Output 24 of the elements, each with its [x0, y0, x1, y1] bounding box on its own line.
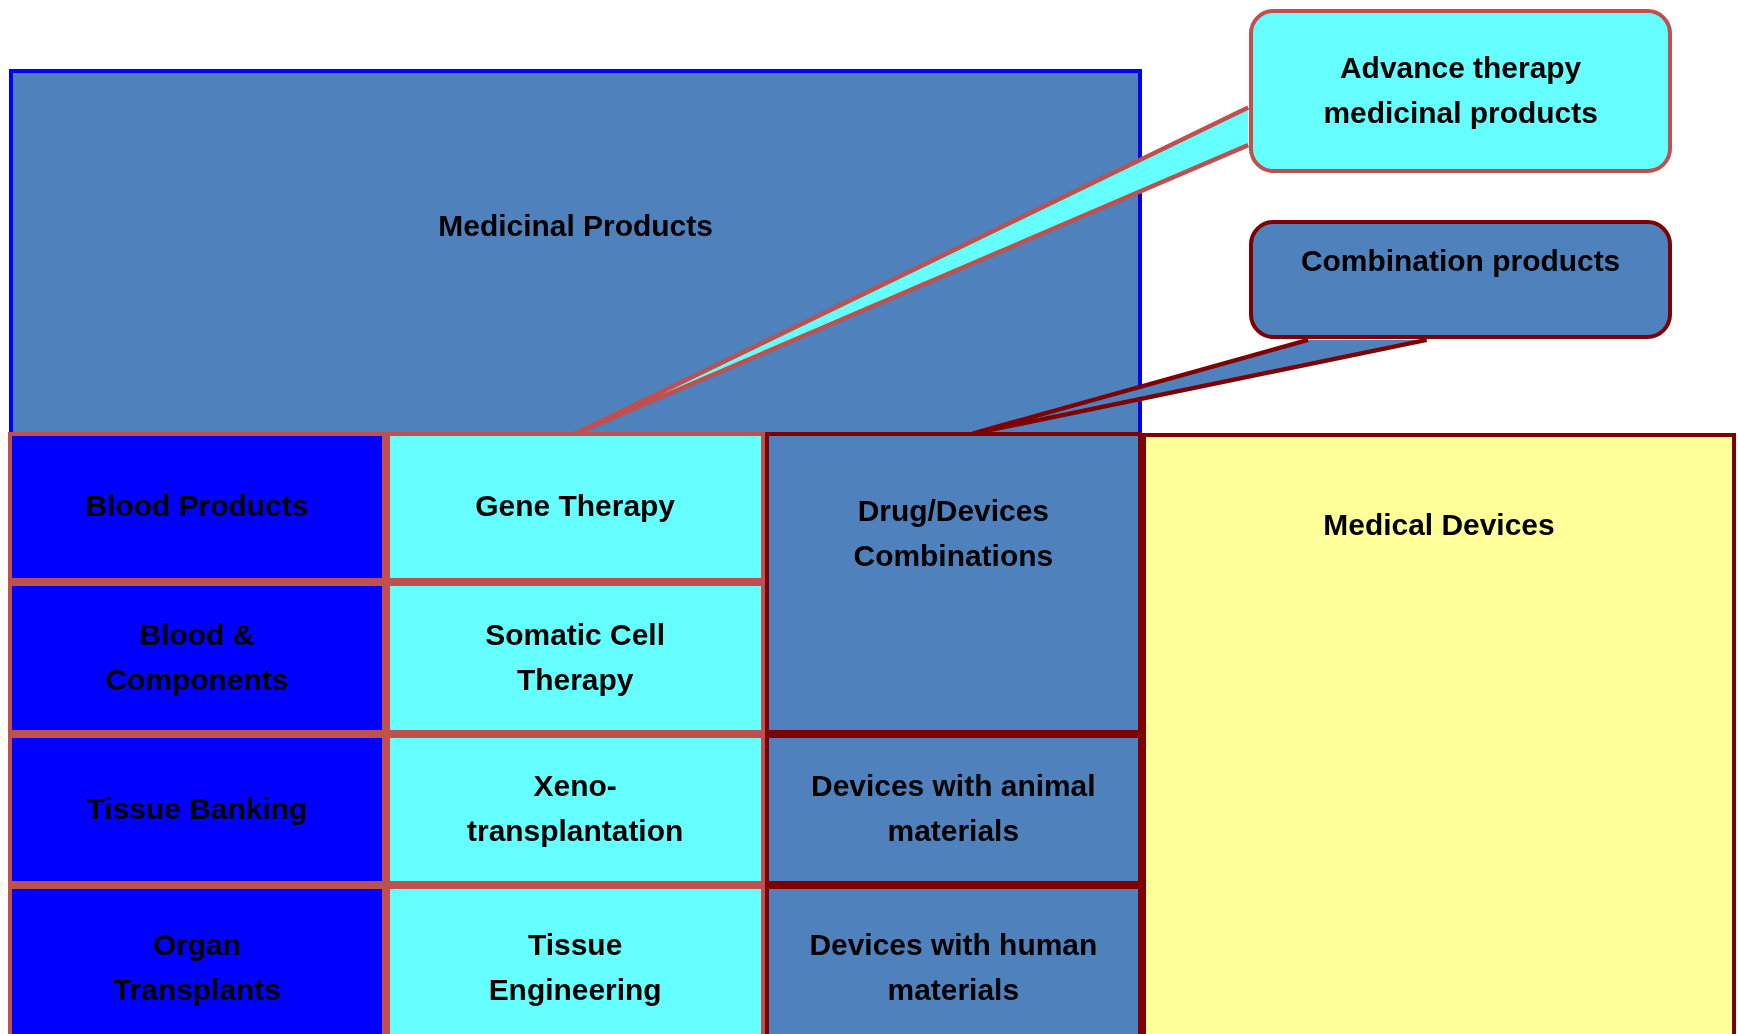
- callout-text: Advance therapy medicinal products: [1322, 50, 1599, 131]
- category-cell: [385, 432, 765, 582]
- category-label: Tissue Banking: [86, 790, 308, 827]
- category-label: Blood & Components: [104, 616, 290, 698]
- category-label: Devices with animal materials: [810, 768, 1097, 850]
- category-cell: [385, 884, 765, 1034]
- callout-text: Combination products: [1300, 243, 1621, 280]
- category-label: Xeno-transplantation: [466, 768, 685, 850]
- category-cell: [385, 581, 765, 734]
- product-area: [1142, 432, 1736, 1034]
- category-label: Medical Devices: [1323, 507, 1555, 544]
- category-cell: [8, 884, 386, 1034]
- callout-bubble: [1248, 8, 1673, 173]
- category-label: Devices with human materials: [809, 926, 1098, 1008]
- category-label: Blood Products: [85, 488, 309, 525]
- category-cell: [385, 733, 765, 885]
- category-label: Organ Transplants: [111, 926, 282, 1008]
- category-cell: [764, 884, 1142, 1034]
- category-label: Drug/Devices Combinations: [852, 493, 1055, 575]
- category-label: Tissue Engineering: [487, 926, 663, 1008]
- category-label: Gene Therapy: [475, 488, 675, 525]
- category-label: Medicinal Products: [438, 207, 713, 244]
- callout-bubble: [1248, 219, 1673, 340]
- category-label: Somatic Cell Therapy: [484, 616, 666, 698]
